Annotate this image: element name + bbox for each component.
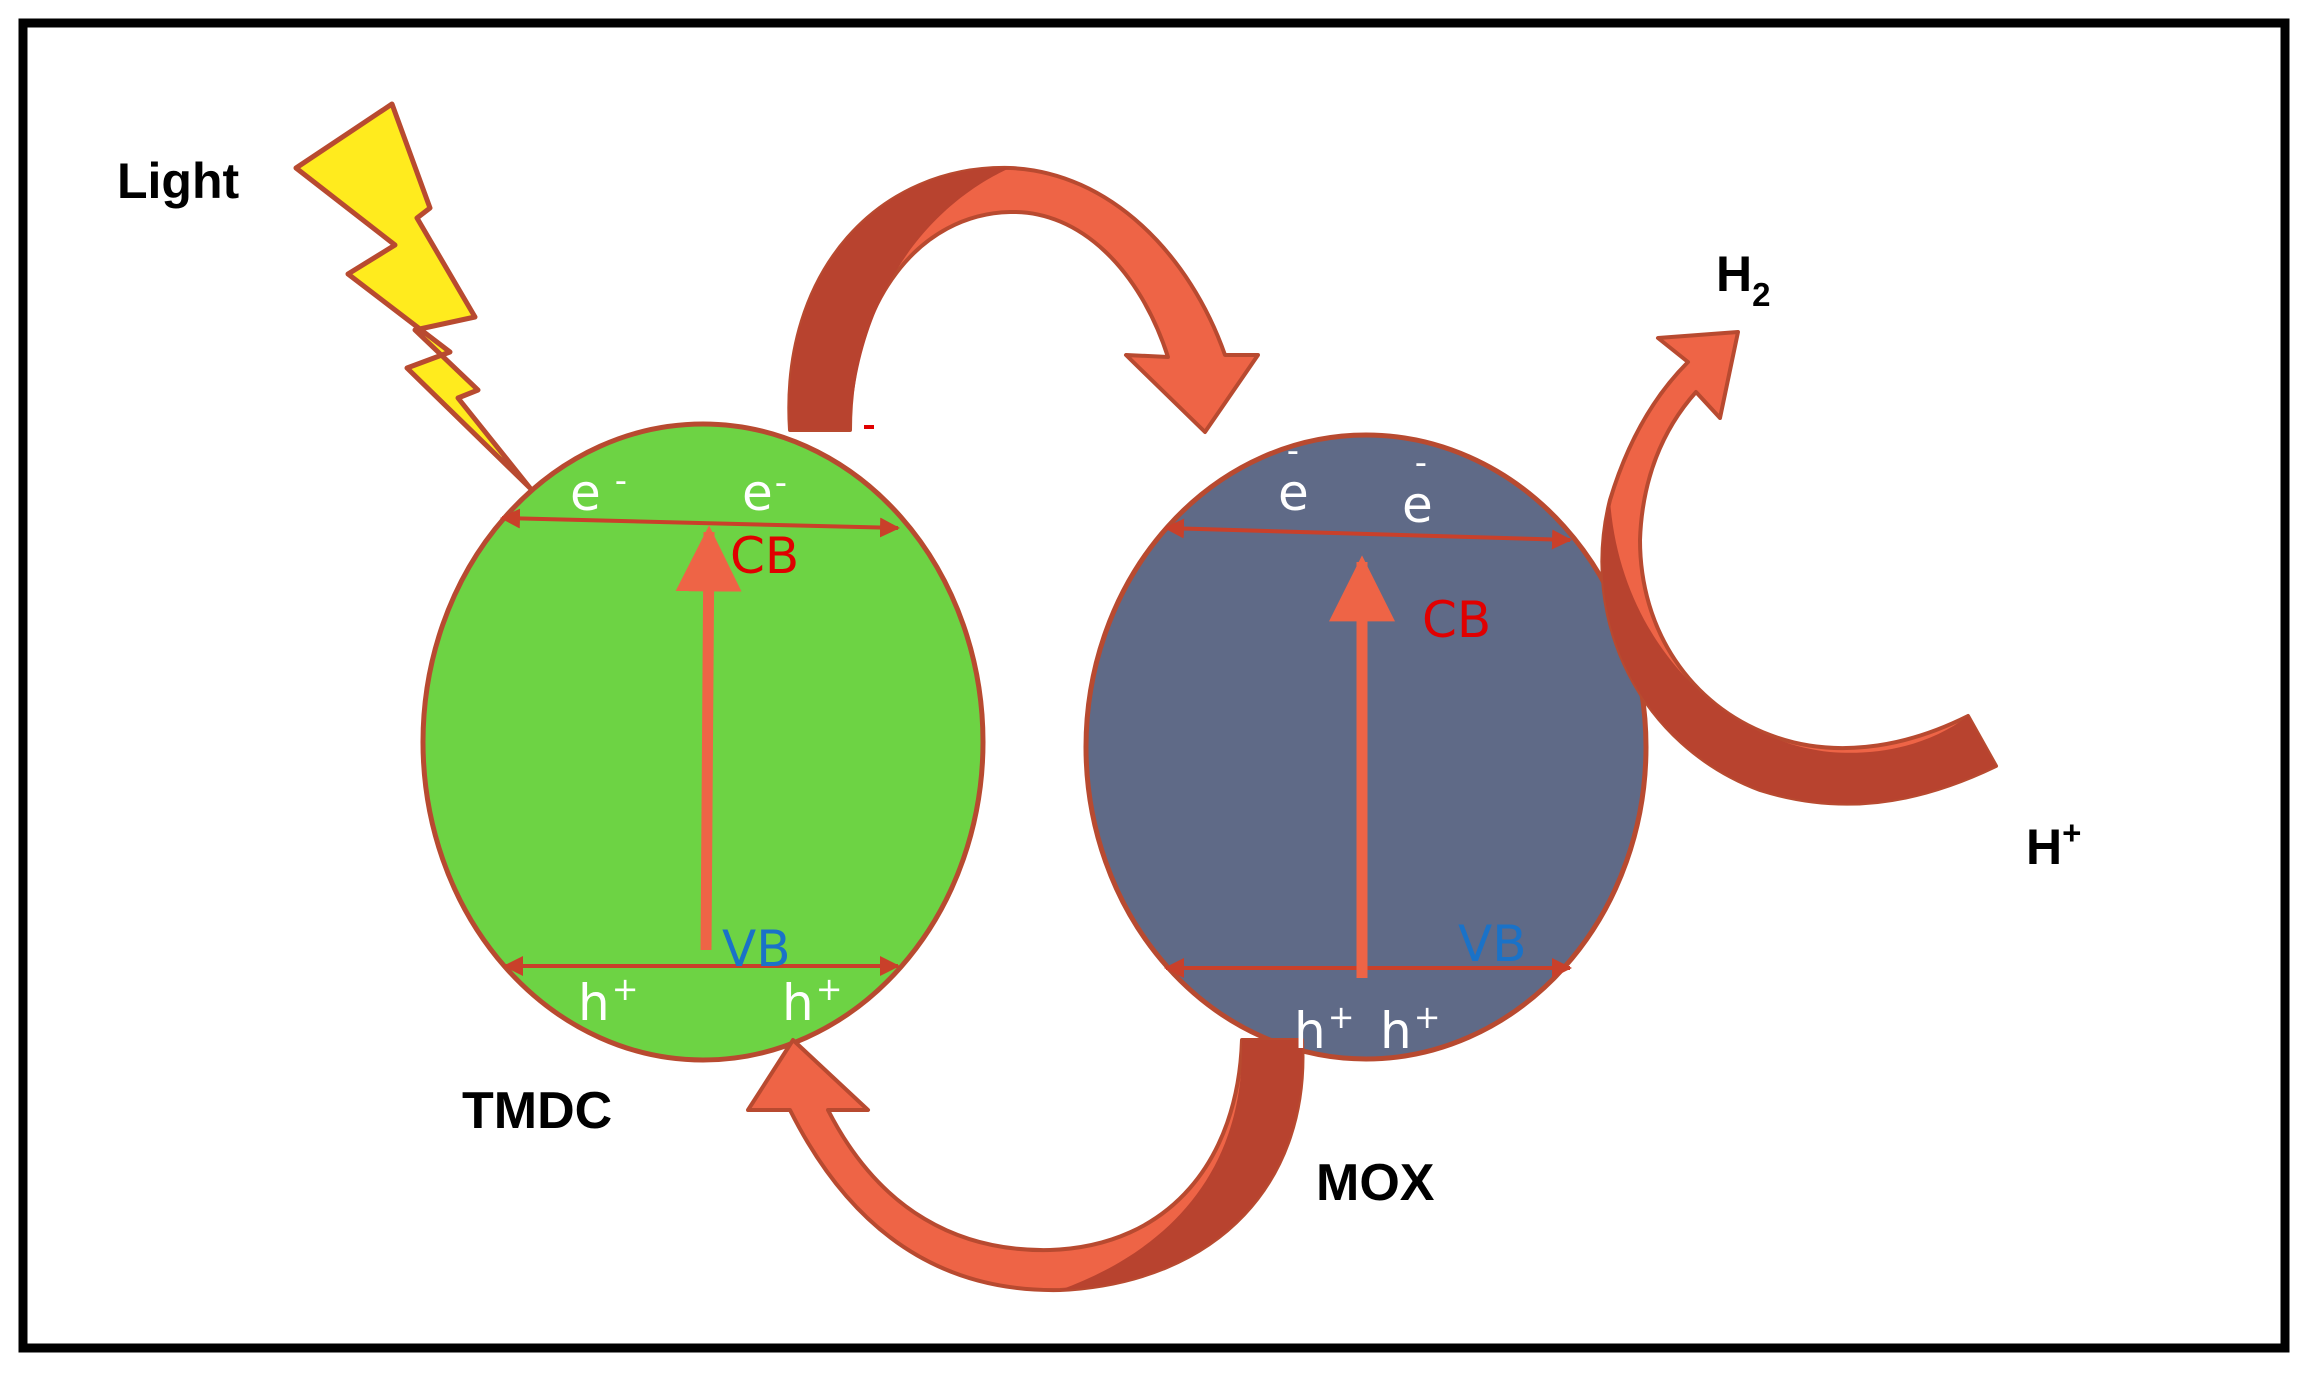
hole-transfer-arrow bbox=[746, 1038, 1305, 1293]
tmdc-hole-1: h+ bbox=[578, 970, 639, 1032]
electron-transfer-arrow bbox=[787, 165, 1260, 434]
mox-electron-1: e- bbox=[1278, 431, 1309, 522]
mox-cb-line bbox=[1164, 518, 1572, 550]
tmdc-electron-1: e- bbox=[570, 461, 627, 522]
tmdc-excitation-arrow bbox=[675, 525, 742, 951]
light-label: Light bbox=[117, 153, 240, 209]
mox-hole-1: h+ bbox=[1294, 998, 1355, 1060]
tmdc-vb-label: VB bbox=[722, 920, 791, 978]
tmdc-electron-2: e- bbox=[742, 463, 787, 522]
h2-label: H2 bbox=[1716, 246, 1770, 313]
hplus-label: H+ bbox=[2026, 814, 2081, 875]
mox-vb-label: VB bbox=[1458, 915, 1527, 973]
tmdc-label: TMDC bbox=[462, 1082, 612, 1140]
lightning-bolt-icon bbox=[293, 101, 533, 491]
mox-label: MOX bbox=[1316, 1154, 1435, 1212]
tmdc-hole-2: h+ bbox=[782, 970, 843, 1032]
tmdc-cb-label: CB bbox=[730, 527, 799, 585]
mox-cb-label: CB bbox=[1422, 591, 1491, 649]
frame-border bbox=[18, 18, 2290, 1353]
tmdc-cb-line bbox=[500, 508, 900, 538]
mox-electron-2: e- bbox=[1402, 443, 1433, 534]
reduction-arrow bbox=[1600, 330, 1998, 806]
mox-hole-2: h+ bbox=[1380, 998, 1441, 1060]
